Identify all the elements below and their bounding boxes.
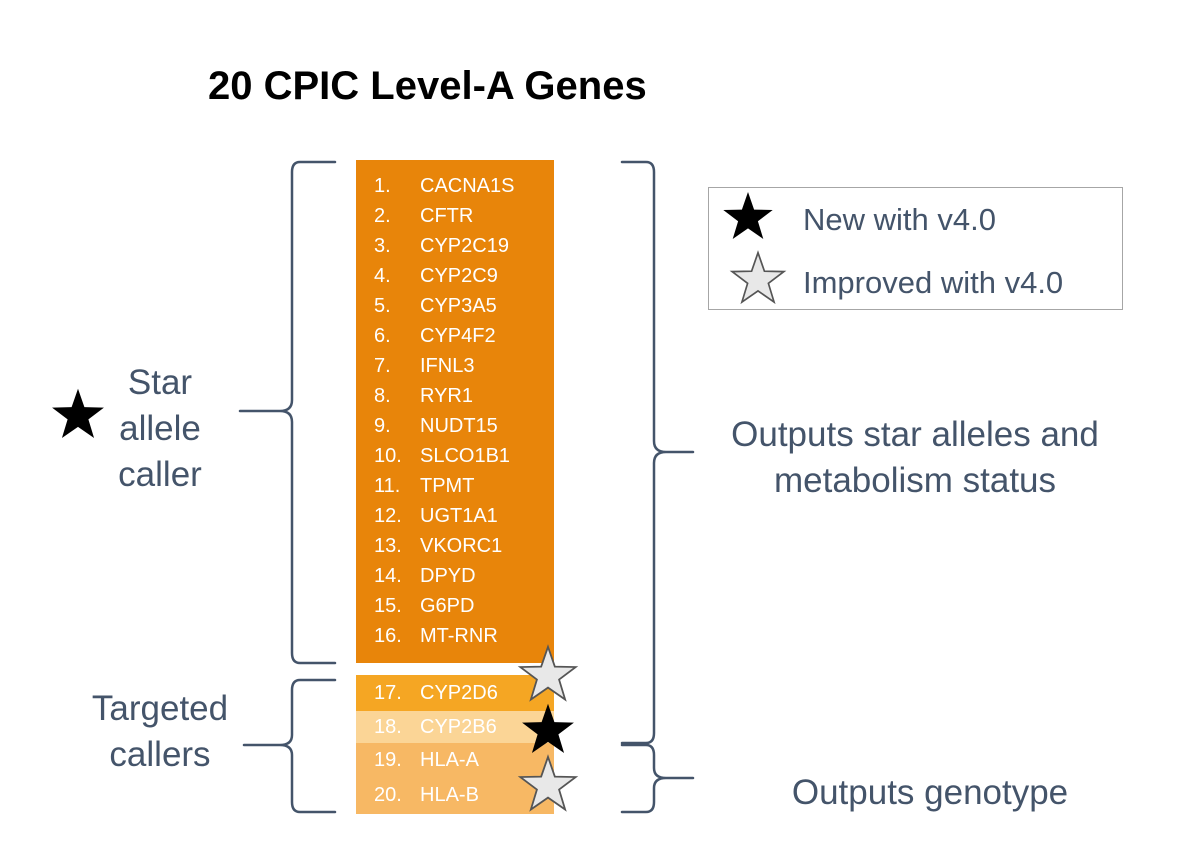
gene-name: RYR1 [420, 385, 473, 407]
gene-name: G6PD [420, 595, 475, 617]
gene-name: NUDT15 [420, 415, 498, 437]
gene-number: 15. [374, 595, 402, 617]
legend-improved-label: Improved with v4.0 [803, 265, 1064, 300]
gene-number: 12. [374, 505, 402, 527]
brace-outputs-star-alleles [620, 160, 695, 745]
improved-star-icon [519, 755, 577, 811]
gene-name: IFNL3 [420, 355, 475, 377]
gene-name: TPMT [420, 475, 475, 497]
gene-number: 6. [374, 325, 391, 347]
gene-number: 13. [374, 535, 402, 557]
gene-number: 5. [374, 295, 391, 317]
gene-name: CFTR [420, 205, 474, 227]
gene-name: SLCO1B1 [420, 445, 511, 467]
gene-block-star-allele: 1. CACNA1S 2. CFTR 3. CYP2C19 4. CYP2C9 5. CY… [356, 160, 554, 663]
gene-name: HLA-B [420, 784, 479, 806]
gene-item-hla-a: 19. HLA-A [356, 743, 554, 777]
page-title: 20 CPIC Level-A Genes [208, 64, 647, 108]
gene-name: CYP2D6 [420, 682, 498, 704]
new-star-icon [52, 388, 104, 439]
gene-name: VKORC1 [420, 535, 503, 557]
gene-name: HLA-A [420, 749, 479, 771]
gene-item-cyp2b6: 18. CYP2B6 [356, 711, 554, 743]
legend: New with v4.0 Improved with v4.0 [708, 187, 1123, 310]
gene-name: CYP2C19 [420, 235, 509, 257]
new-star-icon [522, 703, 574, 754]
gene-number: 17. [374, 682, 402, 704]
gene-name: DPYD [420, 565, 476, 587]
gene-number: 1. [374, 175, 391, 197]
gene-name: CYP2B6 [420, 716, 497, 738]
brace-targeted-callers [242, 678, 337, 814]
gene-name: CACNA1S [420, 175, 515, 197]
gene-number: 9. [374, 415, 391, 437]
gene-number: 14. [374, 565, 402, 587]
improved-star-icon [519, 645, 577, 701]
gene-name: CYP4F2 [420, 325, 496, 347]
brace-outputs-genotype [620, 743, 695, 814]
gene-number: 18. [374, 716, 402, 738]
brace-star-allele-caller [238, 160, 337, 665]
gene-number: 8. [374, 385, 391, 407]
label-outputs-genotype: Outputs genotype [791, 773, 1069, 812]
label-outputs-star-alleles: Outputs star alleles and metabolism stat… [731, 415, 1099, 500]
gene-name: UGT1A1 [420, 505, 498, 527]
gene-name: CYP3A5 [420, 295, 497, 317]
gene-number: 10. [374, 445, 402, 467]
gene-number: 3. [374, 235, 391, 257]
legend-new-label: New with v4.0 [803, 202, 996, 237]
gene-number: 11. [374, 475, 401, 497]
label-targeted-callers: Targeted callers [91, 689, 229, 774]
label-star-allele-caller: Star allele caller [118, 363, 202, 494]
gene-item-cyp2d6: 17. CYP2D6 [356, 675, 554, 711]
gene-number: 20. [374, 784, 402, 806]
gene-number: 16. [374, 625, 402, 647]
gene-number: 19. [374, 749, 402, 771]
gene-number: 7. [374, 355, 391, 377]
gene-number: 2. [374, 205, 391, 227]
gene-name: MT-RNR [420, 625, 498, 647]
gene-number: 4. [374, 265, 391, 287]
gene-name: CYP2C9 [420, 265, 498, 287]
gene-item-hla-b: 20. HLA-B [356, 777, 554, 814]
